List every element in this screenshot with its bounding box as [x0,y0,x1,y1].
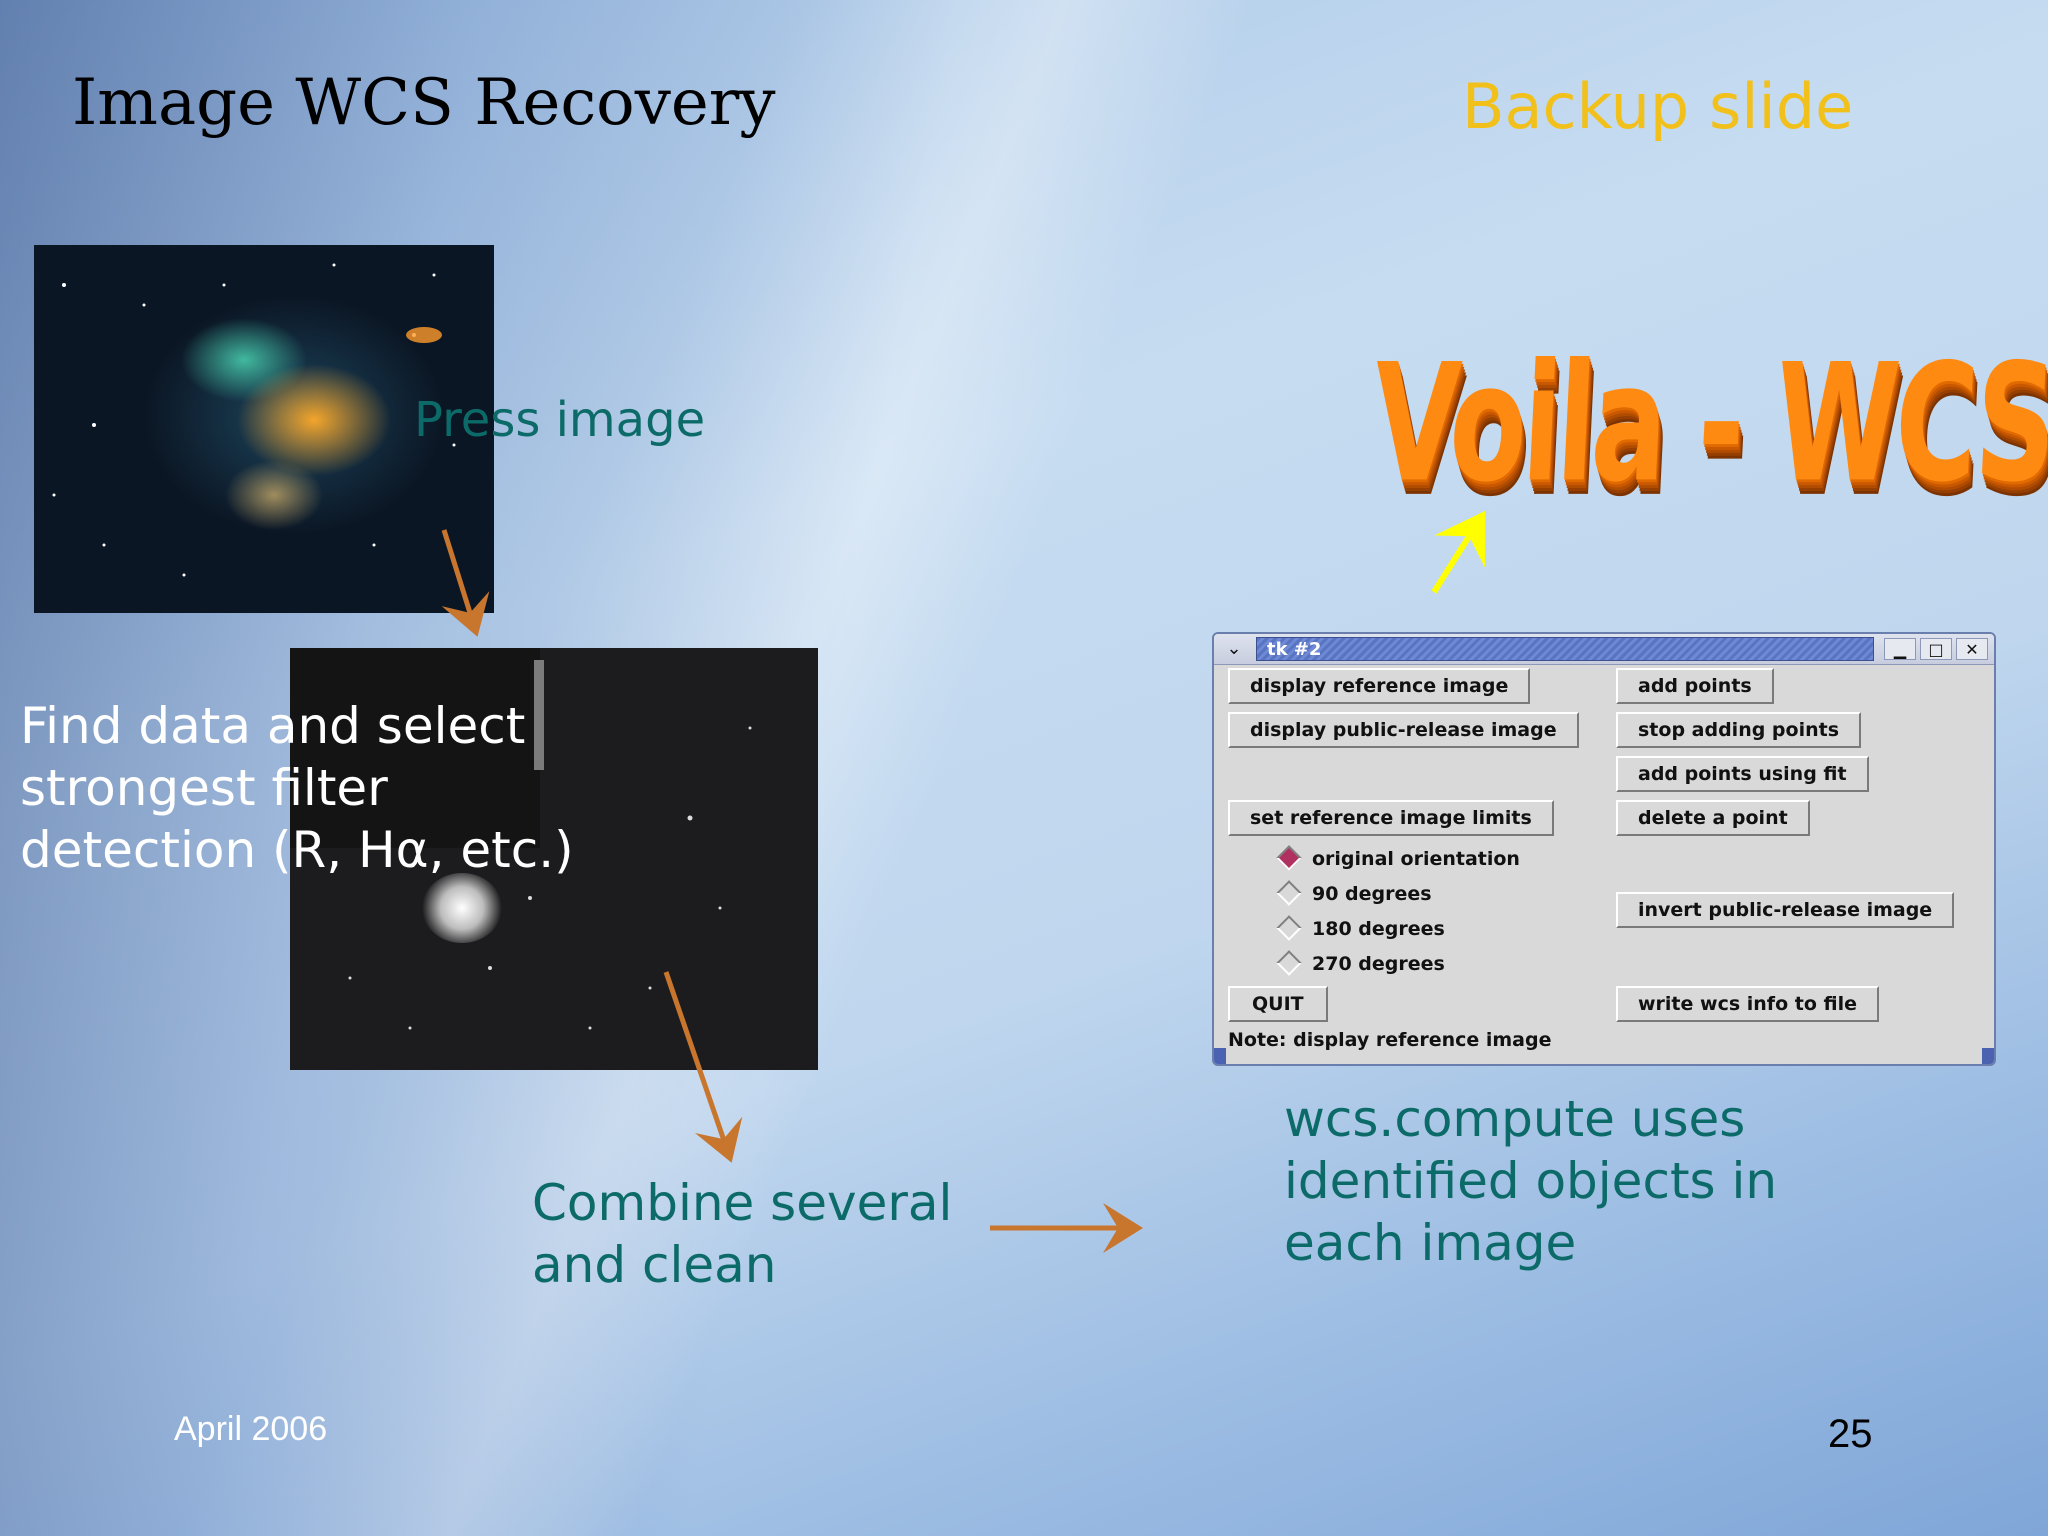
invert-public-release-image-button[interactable]: invert public-release image [1616,892,1955,928]
window-corner-left [1214,1048,1226,1064]
radio-original-orientation[interactable]: original orientation [1274,844,1520,872]
arrow-press-to-find [441,529,490,637]
wcs-compute-line-3: each image [1284,1214,1577,1272]
radio-indicator [1276,879,1302,906]
radio-indicator [1276,914,1302,941]
set-reference-image-limits-button[interactable]: set reference image limits [1228,800,1554,836]
radio-label: 180 degrees [1312,918,1445,940]
star-field [52,263,456,577]
nebula-bright-blob [422,873,502,943]
find-data-line-2: strongest filter [20,759,388,817]
gray-star-field [348,726,752,1030]
slide-title: Image WCS Recovery [72,66,776,140]
maximize-icon[interactable]: □ [1920,638,1952,660]
display-public-release-image-button[interactable]: display public-release image [1228,712,1579,748]
close-icon[interactable]: ✕ [1956,638,1988,660]
write-wcs-info-to-file-button[interactable]: write wcs info to file [1616,986,1879,1022]
image-dark-region [290,648,540,848]
wcs-compute-line-2: identified objects in [1284,1152,1778,1210]
tk-titlebar: ⌄ tk #2 ▁ □ ✕ [1214,634,1994,665]
footer-date: April 2006 [174,1410,328,1448]
arrow-image-to-combine [663,971,743,1163]
image-noise-strip [534,660,544,770]
status-note: Note: display reference image [1228,1029,1552,1051]
tk-window-title: tk #2 [1256,637,1874,661]
radio-indicator-selected [1276,844,1302,871]
combine-line-2: and clean [532,1236,777,1294]
grayscale-filter-image [290,648,818,1070]
page-number: 25 [1828,1412,1873,1456]
chevron-down-icon[interactable]: ⌄ [1226,638,1242,659]
radio-180-degrees[interactable]: 180 degrees [1274,914,1445,942]
find-data-line-1: Find data and select [20,697,526,755]
combine-line-1: Combine several [532,1174,953,1232]
add-points-button[interactable]: add points [1616,668,1774,704]
window-corner-right [1982,1048,1994,1064]
quit-button[interactable]: QUIT [1228,986,1328,1022]
radio-label: 270 degrees [1312,953,1445,975]
radio-indicator [1276,949,1302,976]
delete-a-point-button[interactable]: delete a point [1616,800,1810,836]
stop-adding-points-button[interactable]: stop adding points [1616,712,1862,748]
backup-slide-label: Backup slide [1462,70,1854,143]
radio-90-degrees[interactable]: 90 degrees [1274,879,1432,907]
tk-window: ⌄ tk #2 ▁ □ ✕ display reference image di… [1212,632,1996,1066]
find-data-line-3: detection (R, Hα, etc.) [20,821,574,879]
wcs-compute-line-1: wcs.compute uses [1284,1090,1746,1148]
minimize-icon[interactable]: ▁ [1884,638,1916,660]
color-nebula-image [34,245,494,613]
add-points-using-fit-button[interactable]: add points using fit [1616,756,1869,792]
radio-270-degrees[interactable]: 270 degrees [1274,949,1445,977]
radio-label: 90 degrees [1312,883,1432,905]
radio-label: original orientation [1312,848,1520,870]
display-reference-image-button[interactable]: display reference image [1228,668,1531,704]
arrow-window-to-voila [1431,510,1486,594]
press-image-label: Press image [414,392,706,448]
